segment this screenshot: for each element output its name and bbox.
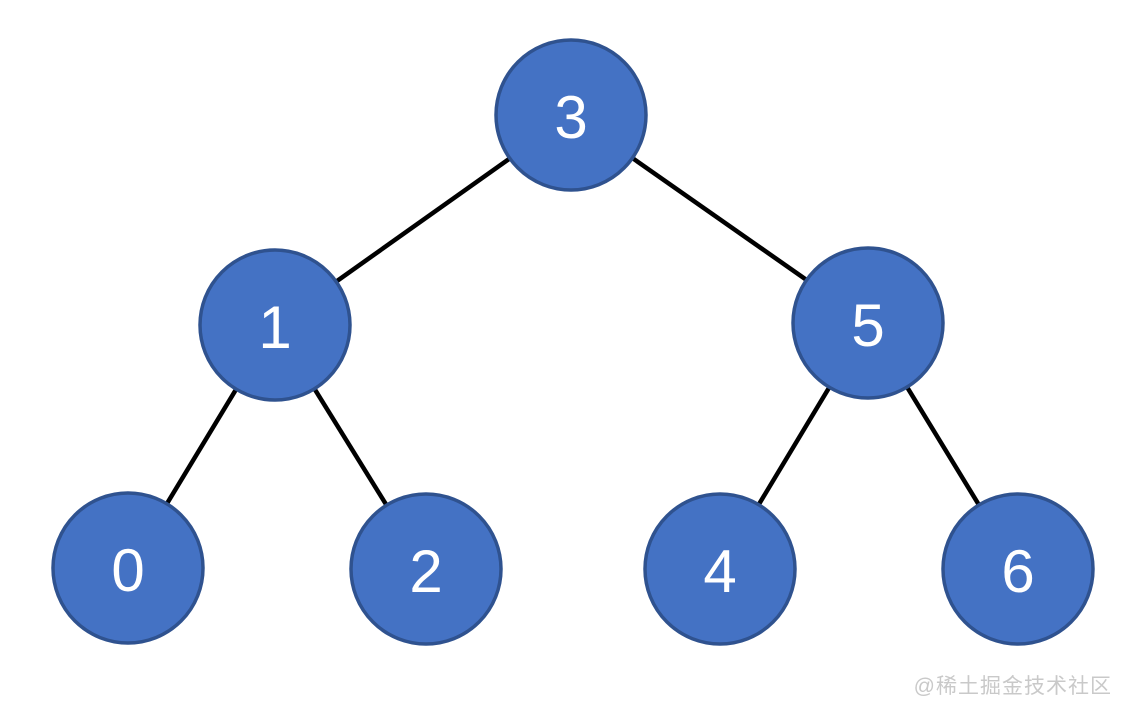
tree-node-2: 2: [349, 492, 503, 646]
tree-node-circle-6: [941, 492, 1095, 646]
tree-node-label-4: 4: [703, 538, 736, 605]
tree-node-4: 4: [643, 492, 797, 646]
tree-node-3: 3: [494, 38, 648, 192]
tree-node-label-2: 2: [409, 538, 442, 605]
tree-node-circle-3: [494, 38, 648, 192]
tree-node-6: 6: [941, 492, 1095, 646]
tree-node-label-1: 1: [258, 294, 291, 361]
tree-node-label-5: 5: [851, 292, 884, 359]
tree-node-1: 1: [198, 248, 352, 402]
watermark-text: @稀土掘金技术社区: [913, 675, 1112, 698]
tree-node-circle-1: [198, 248, 352, 402]
tree-node-circle-2: [349, 492, 503, 646]
tree-node-label-0: 0: [111, 537, 144, 604]
tree-node-0: 0: [51, 491, 205, 645]
tree-node-label-6: 6: [1001, 538, 1034, 605]
tree-node-label-3: 3: [554, 84, 587, 151]
tree-node-circle-5: [791, 246, 945, 400]
tree-node-circle-4: [643, 492, 797, 646]
tree-node-circle-0: [51, 491, 205, 645]
tree-node-5: 5: [791, 246, 945, 400]
